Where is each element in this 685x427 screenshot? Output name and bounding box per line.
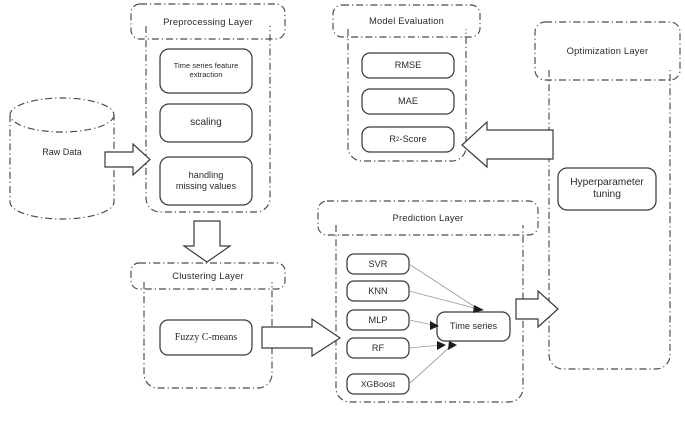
node-mlp-shape <box>346 309 410 331</box>
arrow-rawdata-to-preprocessing <box>104 142 151 177</box>
node-knn-shape <box>346 280 410 302</box>
prediction-layer-group <box>317 200 539 403</box>
node-mae-shape <box>361 88 455 115</box>
node-xgboost-shape <box>346 373 410 395</box>
model-evaluation-group <box>332 4 481 162</box>
node-handling-missing-shape <box>159 156 253 206</box>
prediction-layer-header-shape <box>317 200 539 236</box>
node-rmse-shape <box>361 52 455 79</box>
model-evaluation-header-shape <box>332 4 481 38</box>
arrow-prediction-to-optimization <box>515 289 559 329</box>
raw-data-cylinder <box>9 97 115 220</box>
clustering-layer-header-shape <box>130 262 286 290</box>
optimization-layer-header-shape <box>534 21 681 81</box>
preprocessing-layer-header-shape <box>130 3 286 40</box>
clustering-layer-group <box>130 262 286 389</box>
node-r2-score-shape <box>361 126 455 153</box>
node-hyperparameter-tuning-shape <box>557 167 657 211</box>
arrow-optimization-to-evaluation <box>461 120 554 169</box>
arrow-clustering-to-prediction <box>261 317 342 358</box>
node-fuzzy-cmeans-shape <box>159 319 253 356</box>
node-feature-extraction-shape <box>159 48 253 94</box>
node-svr-shape <box>346 253 410 275</box>
arrow-preprocessing-to-clustering <box>182 220 232 263</box>
node-scaling-shape <box>159 103 253 143</box>
optimization-layer-group <box>534 21 681 370</box>
node-rf-shape <box>346 337 410 359</box>
preprocessing-layer-group <box>130 3 286 213</box>
node-time-series-shape <box>436 311 511 342</box>
